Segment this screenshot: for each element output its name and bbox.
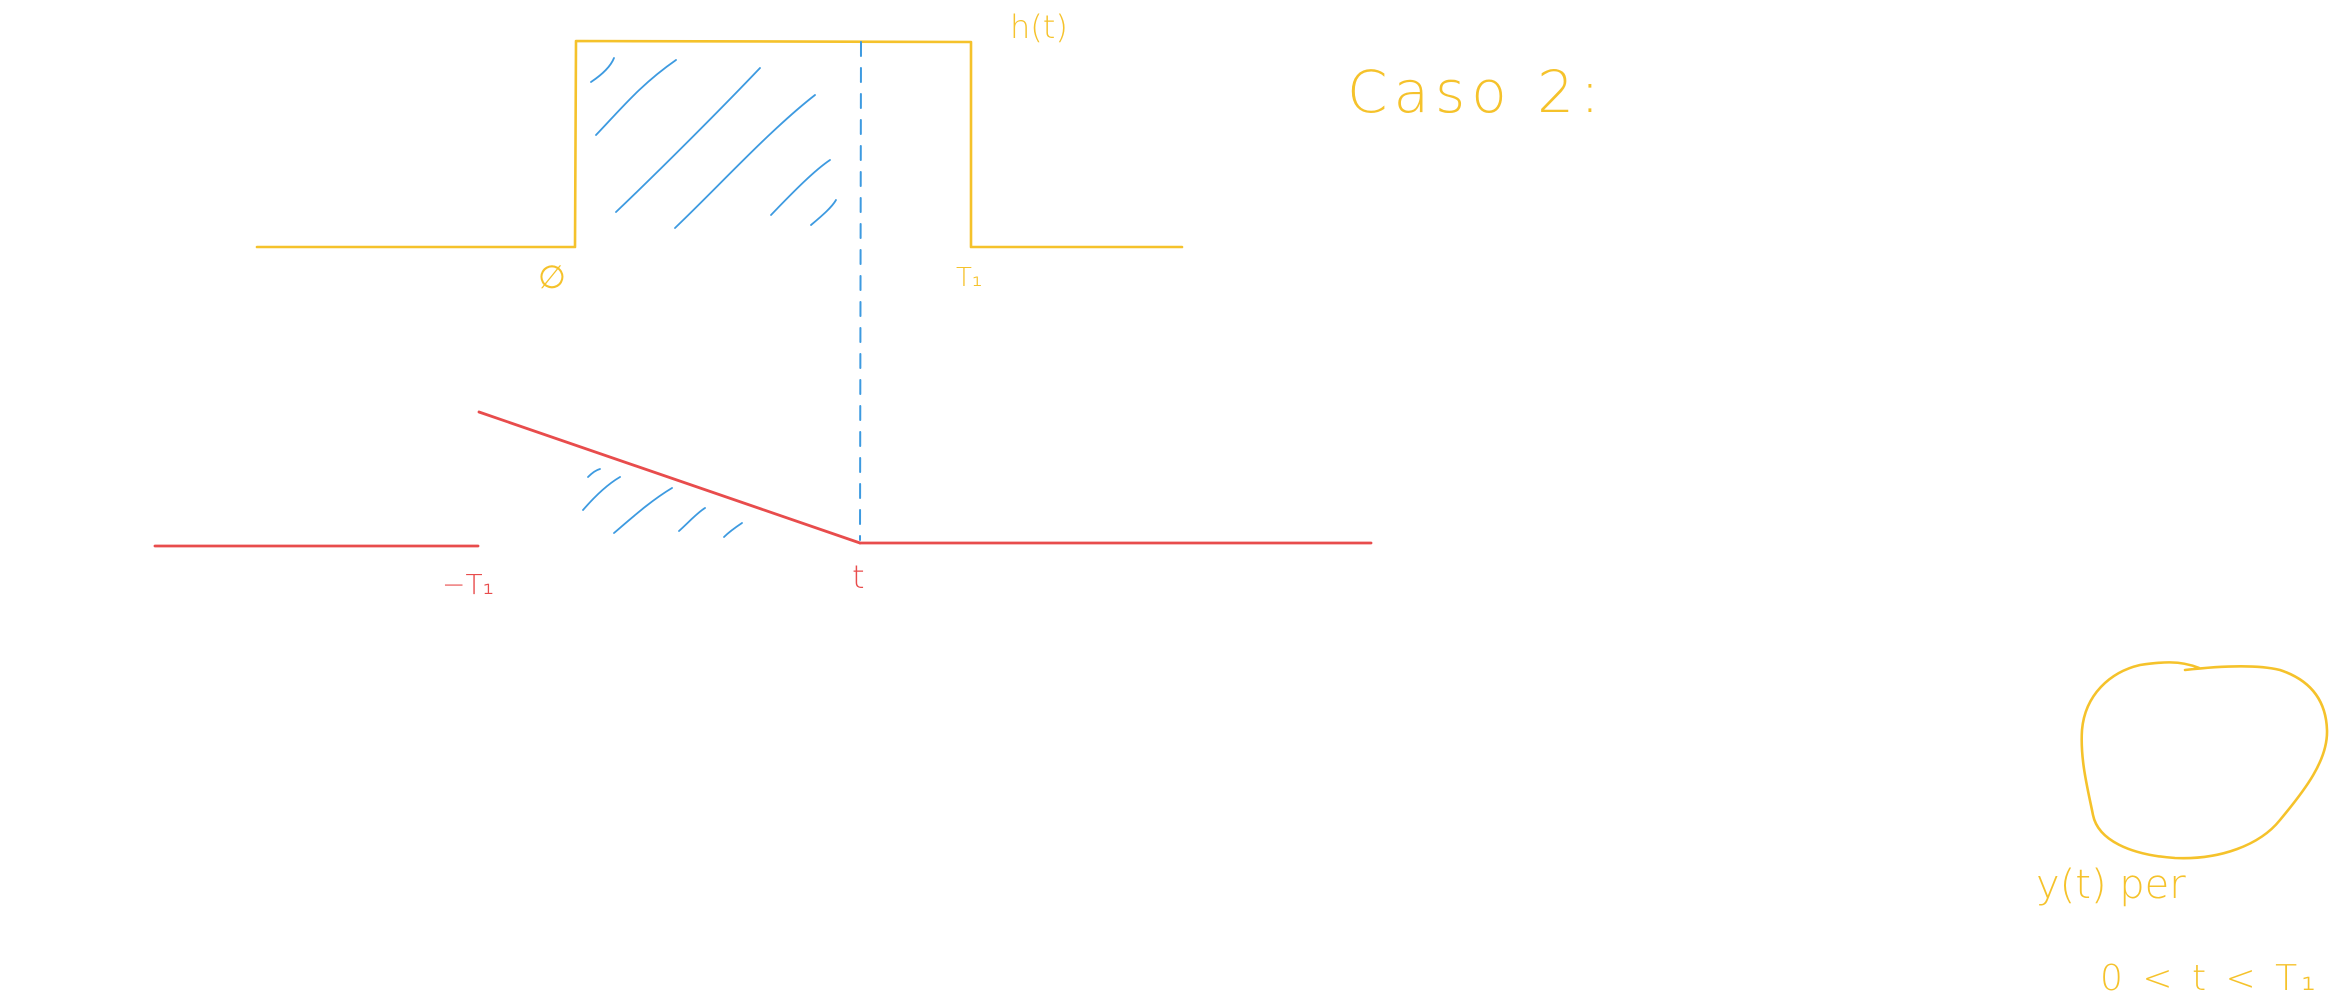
signal-red [153, 410, 1373, 548]
label-y-per: y(t) per [2036, 862, 2186, 908]
label-t: t [852, 558, 865, 596]
label-caso: Caso 2: [1347, 58, 1606, 126]
label-zero: ∅ [538, 258, 566, 296]
label-range: 0 < t < T₁ [2100, 958, 2320, 999]
label-neg-t1: −T₁ [442, 568, 494, 601]
t-marker-dashed-line [859, 41, 862, 541]
pulse-hatching [590, 57, 837, 229]
pulse-h [255, 39, 1184, 249]
scribble-loop [2080, 661, 2329, 860]
slope-hatching [582, 468, 743, 538]
label-h-of-t: h(t) [1010, 8, 1068, 46]
label-t1-top: T₁ [956, 263, 982, 293]
